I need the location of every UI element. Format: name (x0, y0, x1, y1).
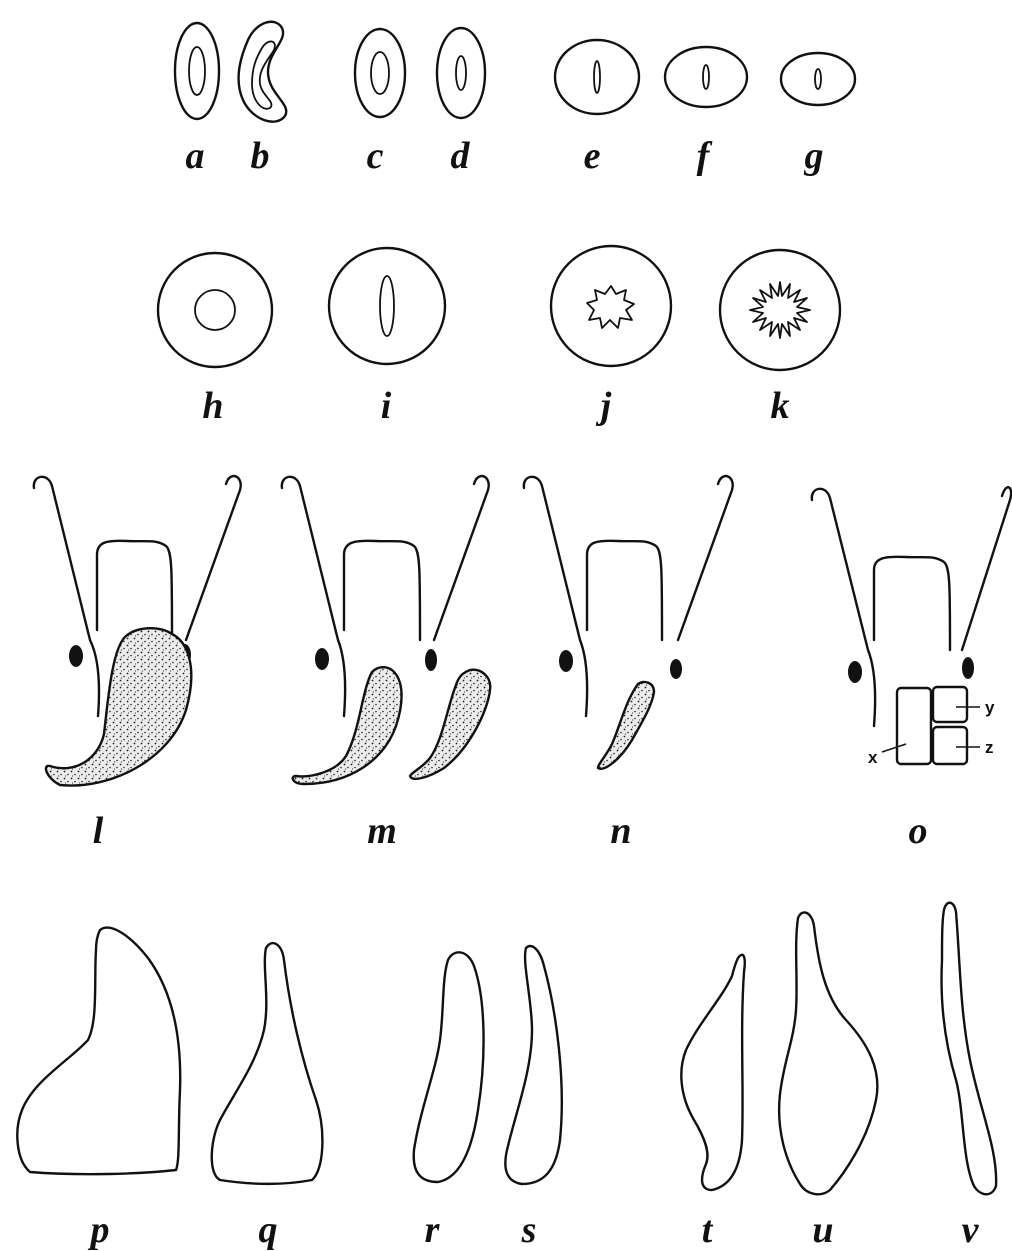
label-q: q (259, 1209, 278, 1251)
label-m: m (367, 810, 397, 852)
label-n: n (610, 810, 631, 852)
figure-l (34, 476, 241, 786)
label-j: j (596, 385, 612, 427)
label-part-y: y (985, 698, 995, 717)
figure-p (17, 928, 180, 1175)
label-o: o (909, 810, 928, 852)
figure-t (681, 955, 744, 1190)
figure-f (665, 47, 747, 107)
label-b: b (251, 135, 270, 177)
figure-d (437, 28, 485, 118)
label-e: e (584, 135, 601, 177)
figure-m (282, 476, 490, 784)
label-u: u (812, 1209, 833, 1251)
figure-b (239, 22, 287, 122)
label-f: f (697, 135, 713, 177)
figure-k (720, 250, 840, 370)
label-part-z: z (985, 738, 994, 757)
label-p: p (88, 1209, 110, 1251)
label-k: k (771, 385, 790, 427)
label-s: s (521, 1209, 537, 1251)
part-x-cell (897, 688, 931, 764)
label-a: a (186, 135, 205, 177)
figure-n (524, 476, 733, 769)
figure-e (555, 40, 639, 114)
part-z-cell (933, 727, 967, 764)
figure-u (779, 912, 877, 1194)
figure-c (355, 29, 405, 117)
label-t: t (702, 1209, 714, 1251)
label-c: c (367, 135, 384, 177)
label-i: i (381, 385, 392, 427)
figure-q (212, 943, 323, 1184)
label-r: r (425, 1209, 441, 1251)
label-v: v (962, 1209, 980, 1251)
figure-h (158, 253, 272, 367)
part-y-cell (933, 687, 967, 722)
figure-g (781, 53, 855, 105)
figure-o (812, 487, 1011, 764)
figure-j (551, 246, 671, 366)
label-part-x: x (868, 748, 878, 767)
label-g: g (804, 135, 824, 177)
label-d: d (451, 135, 471, 177)
figure-i (329, 248, 445, 364)
figure-a (175, 23, 219, 119)
label-l: l (93, 810, 104, 852)
label-h: h (202, 385, 223, 427)
figure-r (414, 952, 484, 1182)
figure-v (942, 903, 997, 1195)
figure-s (505, 946, 561, 1184)
